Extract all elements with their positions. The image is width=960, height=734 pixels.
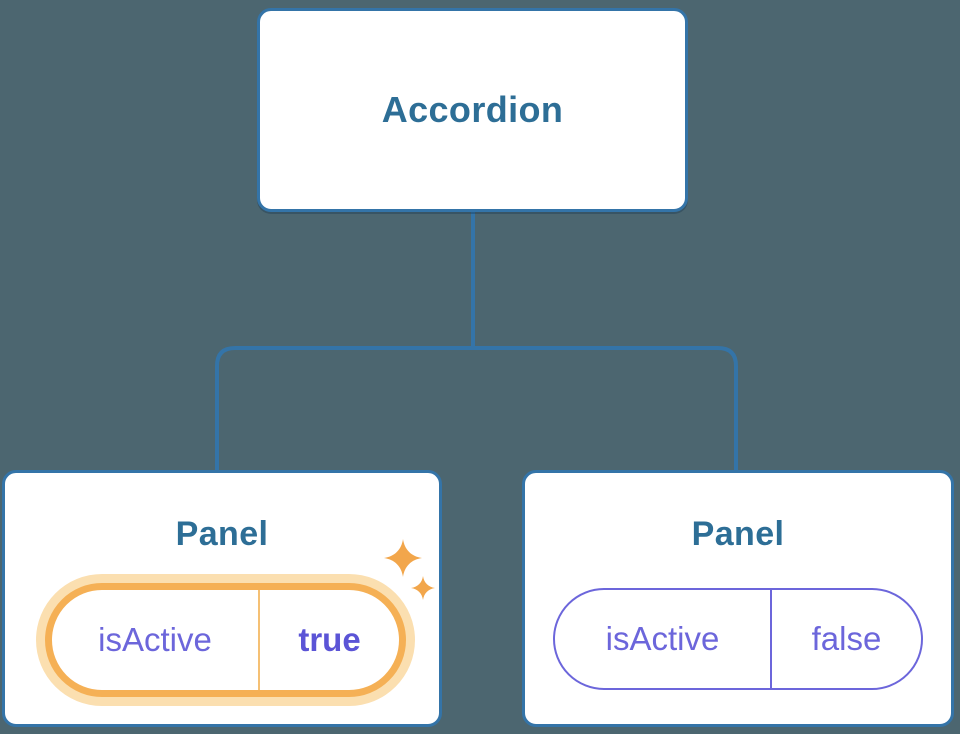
- panel-title: Panel: [175, 515, 269, 553]
- prop-name-label: isActive: [605, 620, 720, 657]
- prop-name-label: isActive: [98, 621, 212, 658]
- prop-pill-inactive: isActive false: [553, 588, 923, 690]
- accordion-node: Accordion: [257, 8, 688, 212]
- pill-divider: [770, 590, 772, 688]
- accordion-label: Accordion: [381, 89, 564, 130]
- sparkles-icon: [384, 539, 435, 600]
- sparkle-large-icon: [384, 539, 422, 577]
- pill-divider: [258, 590, 260, 690]
- sparkle-small-icon: [411, 576, 435, 600]
- prop-value-label: false: [811, 620, 882, 657]
- prop-value-label: true: [298, 621, 361, 658]
- panel-title: Panel: [691, 515, 785, 553]
- panel-node-inactive: Panel isActive false: [522, 470, 954, 727]
- prop-pill-active: isActive true: [45, 583, 406, 697]
- panel-node-active: Panel isActive true: [2, 470, 442, 727]
- branch-bracket: [215, 346, 738, 471]
